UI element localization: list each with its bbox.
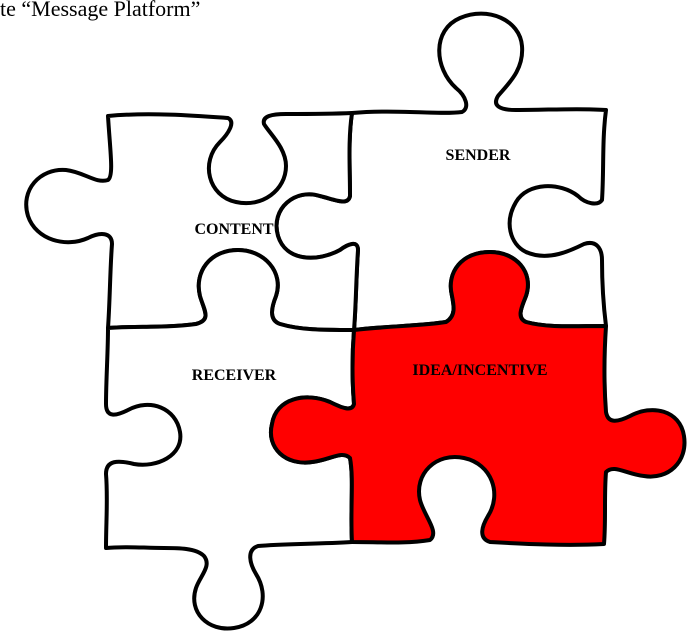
- idea-incentive-piece: IDEA/INCENTIVE: [268, 250, 687, 547]
- page-title: te “Message Platform”: [0, 0, 201, 21]
- content-piece: CONTENT: [24, 111, 360, 332]
- sender-label: SENDER: [446, 147, 511, 164]
- content-label: CONTENT: [194, 221, 273, 238]
- receiver-label: RECEIVER: [192, 367, 277, 384]
- content-shape: [24, 111, 360, 332]
- receiver-piece: RECEIVER: [104, 248, 356, 631]
- receiver-shape: [104, 248, 356, 631]
- idea-incentive-shape: [268, 250, 687, 547]
- idea-incentive-label: IDEA/INCENTIVE: [412, 362, 547, 379]
